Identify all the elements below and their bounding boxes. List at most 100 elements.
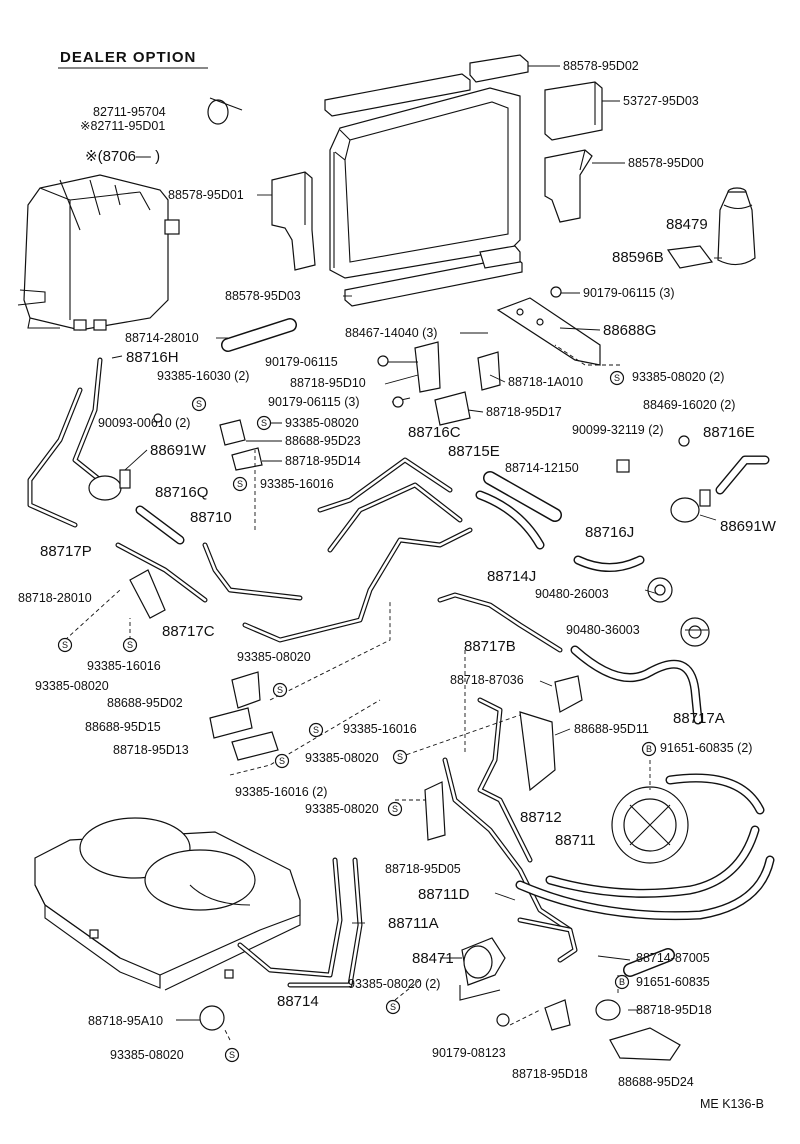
grommet-90480-26003 (647, 577, 673, 603)
hose-88716J (573, 555, 645, 572)
clamp-88718-28010 (129, 569, 166, 619)
svg-text:S: S (397, 752, 403, 762)
label-93385-16016a: 93385-16016 (260, 477, 334, 491)
label-88711D: 88711D (418, 886, 470, 903)
bracket-88688-95D15 (209, 707, 253, 739)
s-symbol: S (57, 637, 73, 653)
clamp-88718-1A010 (477, 351, 501, 391)
clamp-88718-95D17 (434, 391, 471, 426)
clamp-88718-87036 (554, 675, 583, 713)
date-note: ※(8706— ) (85, 148, 160, 165)
label-88718-95D18a: 88718-95D18 (636, 1003, 712, 1017)
label-88711A: 88711A (388, 915, 439, 932)
pipe-88710 (202, 542, 303, 601)
sleeve-88714-12150 (483, 471, 562, 522)
svg-text:S: S (390, 1002, 396, 1012)
svg-text:S: S (237, 479, 243, 489)
small-fasteners (153, 286, 690, 1027)
s-symbol: S (191, 396, 207, 412)
label-88718-95D13: 88718-95D13 (113, 743, 189, 757)
label-88718-95A10: 88718-95A10 (88, 1014, 163, 1028)
label-88716H: 88716H (126, 349, 179, 366)
refrigerant-can-88479 (717, 187, 756, 266)
label-93385-08020f: 93385-08020 (110, 1048, 184, 1062)
clip-82711 (207, 97, 243, 125)
label-90179-06115-3b: 90179-06115 (3) (268, 395, 360, 409)
label-93385-16016-2: 93385-16016 (2) (235, 785, 327, 799)
s-symbol: S (308, 722, 324, 738)
fitting-88716E (715, 455, 770, 495)
condenser (329, 87, 521, 279)
pipe-88471-line (517, 917, 578, 963)
sleeve-88714-87005 (623, 948, 675, 977)
label-88688-95D23: 88688-95D23 (285, 434, 361, 448)
svg-text:S: S (392, 804, 398, 814)
seal-bottom-right (479, 245, 521, 269)
label-88717A: 88717A (673, 710, 725, 727)
sleeve-88714-28010 (221, 318, 297, 352)
seal-53727-95D03 (544, 81, 603, 141)
label-93385-08020-2a: 93385-08020 (2) (632, 370, 724, 384)
label-88718-95D14: 88718-95D14 (285, 454, 361, 468)
label-88467-14040: 88467-14040 (3) (345, 326, 437, 340)
valve-88691W-left (88, 469, 131, 501)
compressor (611, 786, 689, 864)
label-88718-87036: 88718-87036 (450, 673, 524, 687)
s-symbol: S (272, 682, 288, 698)
svg-text:S: S (229, 1050, 235, 1060)
label-82711-95704: 82711-95704 (93, 105, 166, 119)
s-symbol: S (385, 999, 401, 1015)
compressor-hoses (515, 773, 775, 921)
svg-text:S: S (62, 640, 68, 650)
bracket-88688-95D11 (519, 711, 556, 792)
label-90179-06115-3a: 90179-06115 (3) (583, 286, 675, 300)
label-88688-95D15: 88688-95D15 (85, 720, 161, 734)
label-88578-95D01: 88578-95D01 (168, 188, 244, 202)
label-88717B: 88717B (464, 638, 516, 655)
pipe-88717B (437, 592, 563, 653)
cooling-unit-bottom (34, 817, 301, 991)
clamp-88718-95D14 (231, 447, 263, 471)
seal-88578-95D01 (271, 171, 316, 271)
label-93385-08020b: 93385-08020 (237, 650, 311, 664)
label-88716C: 88716C (408, 424, 461, 441)
hose-88716Q (135, 505, 185, 545)
label-88469-16020: 88469-16020 (2) (643, 398, 735, 412)
svg-text:S: S (313, 725, 319, 735)
label-53727-95D03: 53727-95D03 (623, 94, 699, 108)
s-symbol: S (224, 1047, 240, 1063)
label-88688-95D24: 88688-95D24 (618, 1075, 694, 1089)
svg-text:S: S (261, 418, 267, 428)
label-88714-28010: 88714-28010 (125, 331, 199, 345)
diagram-code: ME K136-B (700, 1097, 764, 1111)
bracket-88688-95D23 (219, 419, 246, 446)
label-90480-26003: 90480-26003 (535, 587, 609, 601)
circled-symbols: S S S S S S S S S S S S S B B (57, 370, 657, 1063)
label-93385-08020c: 93385-08020 (35, 679, 109, 693)
svg-text:B: B (646, 744, 652, 754)
label-93385-16016b: 93385-16016 (87, 659, 161, 673)
svg-text:S: S (279, 756, 285, 766)
label-88714: 88714 (277, 993, 319, 1010)
label-88691W-a: 88691W (150, 442, 207, 459)
label-88711: 88711 (555, 832, 596, 849)
dealer-option-title: DEALER OPTION (60, 49, 196, 66)
label-88716E: 88716E (703, 424, 755, 441)
label-88716Q: 88716Q (155, 484, 208, 501)
clamp-88718-95D18a (595, 999, 621, 1021)
label-88688-95D11: 88688-95D11 (574, 722, 649, 736)
hoses-88711A (237, 857, 363, 988)
label-88710: 88710 (190, 509, 232, 526)
pipe-88717P (27, 357, 103, 528)
bracket-88688-95D02 (231, 671, 261, 709)
s-symbol: S (274, 753, 290, 769)
bracket-88688G (496, 297, 601, 366)
label-88578-95D02: 88578-95D02 (563, 59, 639, 73)
label-88716J: 88716J (585, 524, 634, 541)
label-88578-95D03: 88578-95D03 (225, 289, 301, 303)
s-symbol: S (387, 801, 403, 817)
s-symbol: S (256, 415, 272, 431)
pipe-88717C (115, 542, 208, 603)
label-88714-12150: 88714-12150 (505, 461, 579, 475)
